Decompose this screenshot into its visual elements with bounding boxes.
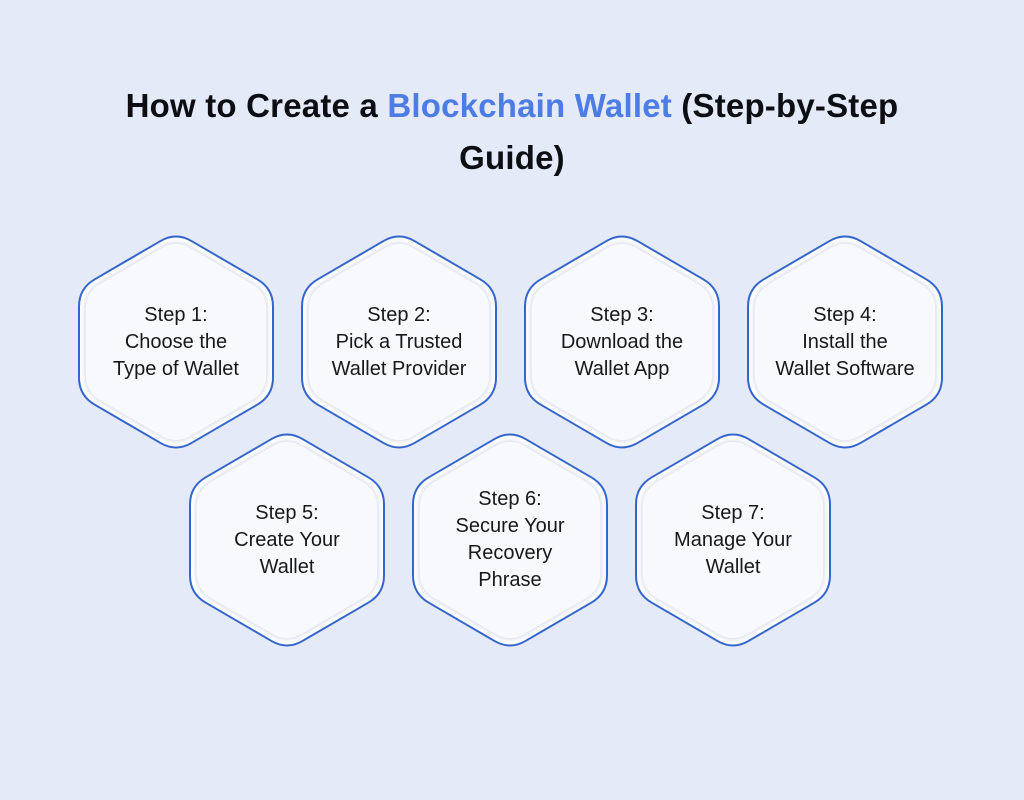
step-5-label: Step 5: Create Your Wallet	[234, 501, 340, 578]
step-1-label: Step 1: Choose the Type of Wallet	[113, 303, 239, 380]
step-7-hexagon: Step 7: Manage Your Wallet	[633, 427, 833, 653]
step-7-label: Step 7: Manage Your Wallet	[674, 501, 792, 578]
step-6-hexagon: Step 6: Secure Your Recovery Phrase	[410, 427, 610, 653]
step-5-hexagon: Step 5: Create Your Wallet	[187, 427, 387, 653]
title-text-suffix: (Step-by-Step Guide)	[459, 87, 899, 176]
step-1-hexagon: Step 1: Choose the Type of Wallet	[76, 229, 276, 455]
step-2-label: Step 2: Pick a Trusted Wallet Provider	[331, 303, 467, 380]
step-4-hexagon: Step 4: Install the Wallet Software	[745, 229, 945, 455]
step-6-label: Step 6: Secure Your Recovery Phrase	[455, 488, 565, 591]
step-2-hexagon: Step 2: Pick a Trusted Wallet Provider	[299, 229, 499, 455]
step-3-label: Step 3: Download the Wallet App	[560, 303, 684, 380]
title-text-prefix: How to Create a	[125, 87, 388, 124]
step-4-label: Step 4: Install the Wallet Software	[775, 303, 915, 380]
page-title: How to Create a Blockchain Wallet (Step-…	[0, 80, 1024, 184]
step-3-hexagon: Step 3: Download the Wallet App	[522, 229, 722, 455]
title-highlight: Blockchain Wallet	[387, 87, 672, 124]
